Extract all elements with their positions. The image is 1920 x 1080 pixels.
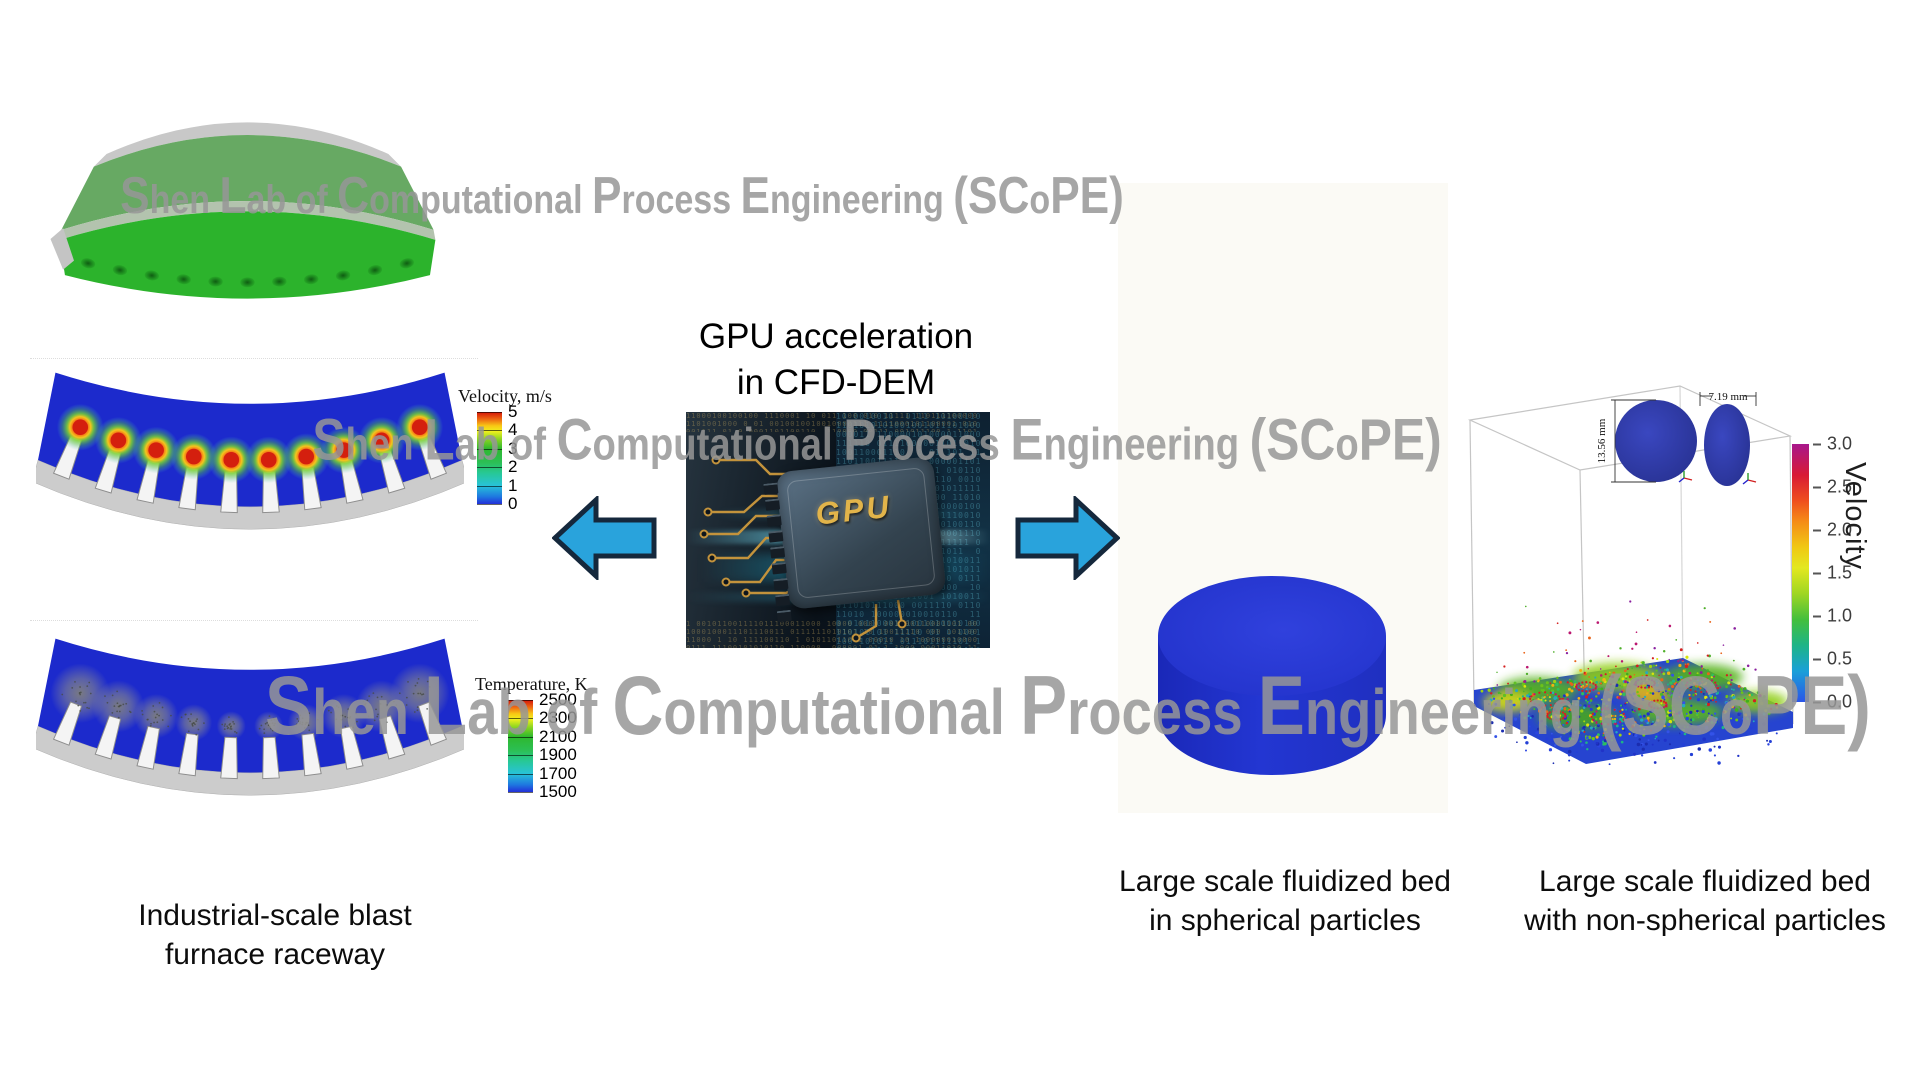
velocity-colorbar-gradient bbox=[477, 412, 502, 505]
particle-dots bbox=[1480, 600, 1779, 766]
title-line: GPU acceleration bbox=[698, 317, 974, 356]
caption-nonspherical-bed: Large scale fluidized bed with non-spher… bbox=[1490, 862, 1920, 940]
caption-line: Large scale fluidized bed bbox=[1539, 865, 1871, 898]
ellipsoid-side-view bbox=[1704, 404, 1750, 486]
ellipsoid-front-view bbox=[1615, 400, 1697, 482]
furnace-wall-band bbox=[36, 725, 464, 796]
gpu-chip: GPU bbox=[763, 456, 947, 623]
caption-blast-furnace: Industrial-scale blast furnace raceway bbox=[75, 896, 475, 974]
raceway-seam bbox=[59, 201, 436, 240]
temperature-colorbar-gradient bbox=[508, 700, 533, 793]
figure-title: GPU acceleration in CFD-DEM bbox=[636, 314, 1036, 406]
tuyere-holes bbox=[80, 258, 414, 288]
axes-glyph bbox=[1678, 471, 1693, 483]
temperature-simulation-image bbox=[36, 638, 464, 796]
raceway-top-surface bbox=[61, 135, 434, 230]
right-colorbar-gradient bbox=[1792, 444, 1809, 702]
caption-line: Large scale fluidized bed bbox=[1119, 865, 1451, 898]
watermark-text: Shen Lab of Computational Process Engine… bbox=[120, 167, 1124, 225]
width-dimension-label: 7.19 mm bbox=[1708, 391, 1748, 403]
left-arrow-icon bbox=[552, 496, 657, 580]
raceway-left-corner bbox=[50, 228, 74, 270]
title-line: in CFD-DEM bbox=[736, 363, 936, 402]
nonspherical-bed-image: 13.56 mm 7.19 mm bbox=[1467, 385, 1794, 766]
raceway-top-rim bbox=[93, 122, 402, 167]
watermark-text: Shen Lab of Computational Process Engine… bbox=[265, 659, 1871, 752]
panel-edge bbox=[30, 358, 478, 359]
axes-glyph bbox=[1742, 473, 1757, 485]
particle-shape-inset: 13.56 mm 7.19 mm bbox=[1596, 391, 1757, 486]
tuyeres-with-coke-plumes bbox=[50, 663, 450, 780]
dimension-lines bbox=[1611, 392, 1757, 483]
height-dimension-label: 13.56 mm bbox=[1596, 418, 1608, 463]
caption-line: Industrial-scale blast bbox=[138, 899, 412, 932]
temperature-colorbar-title: Temperature, K bbox=[475, 674, 588, 694]
caption-line: with non-spherical particles bbox=[1524, 904, 1886, 937]
velocity-colorbar-title: Velocity, m/s bbox=[458, 386, 552, 406]
right-arrow-icon bbox=[1015, 496, 1120, 580]
chip-inner-border bbox=[786, 467, 936, 599]
cylinder-top bbox=[1158, 576, 1386, 696]
caption-line: furnace raceway bbox=[164, 938, 386, 971]
fluidized-bed-cylinder bbox=[1158, 576, 1386, 775]
gpu-chip-image: 10 0010010 0111 10100110 110101010100100… bbox=[686, 412, 990, 648]
right-colorbar-title: Velocity bbox=[1839, 462, 1871, 570]
velocity-simulation-image bbox=[36, 372, 464, 530]
caption-line: in spherical particles bbox=[1149, 904, 1421, 937]
caption-spherical-bed: Large scale fluidized bed in spherical p… bbox=[1080, 862, 1490, 940]
furnace-wall-band bbox=[36, 459, 464, 530]
panel-edge bbox=[30, 620, 478, 621]
watermark-text: Shen Lab of Computational Process Engine… bbox=[312, 407, 1442, 473]
tuyeres-with-flames bbox=[52, 403, 448, 514]
raceway-geometry-image bbox=[50, 122, 436, 299]
